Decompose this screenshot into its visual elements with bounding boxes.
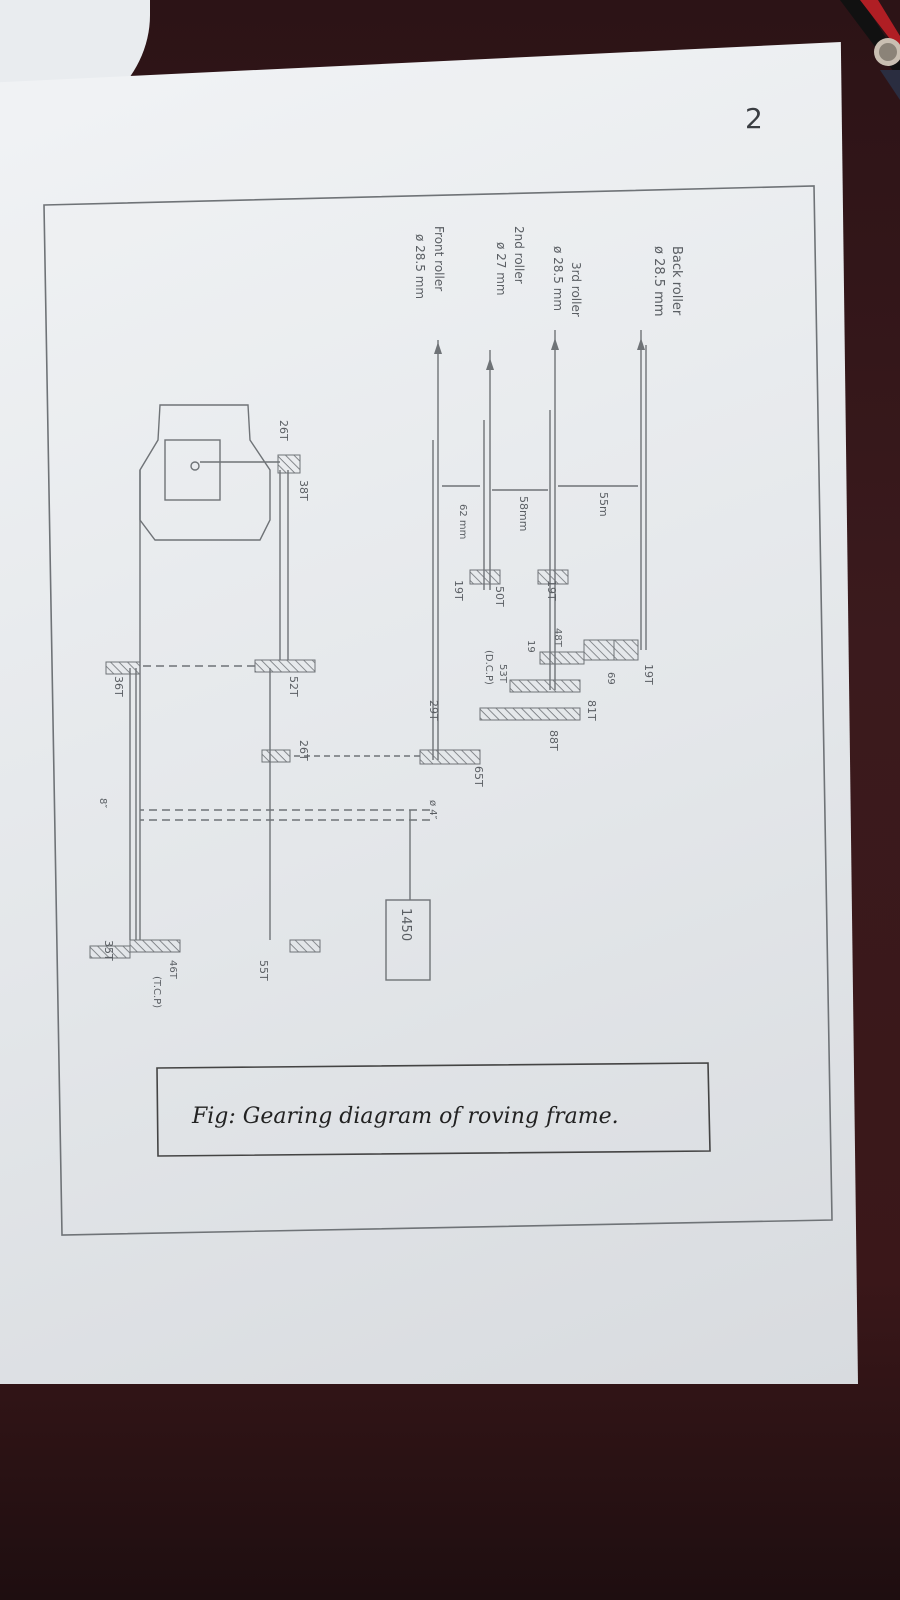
back-roller-label: Back roller [669, 246, 684, 316]
third-roller-label: 3rd roller [569, 262, 583, 317]
gear-35T: 35T [102, 940, 115, 961]
pencil-icon [840, 0, 900, 100]
gear-65T: 65T [472, 766, 485, 787]
gear-88T: 88T [547, 730, 560, 751]
back-roller-dia: ø 28.5 mm [651, 246, 666, 317]
gear-36T: 36T [112, 676, 125, 697]
spacing-back-third: 55m [597, 492, 610, 517]
gear-4in: ø 4″ [427, 800, 438, 820]
gear-81T: 81T [585, 700, 598, 721]
gear-46T-note: (T.C.P) [151, 976, 162, 1008]
front-roller-label: Front roller [432, 226, 446, 291]
gear-8in: 8″ [97, 798, 108, 808]
drawing-border [43, 185, 833, 1236]
caption-box: Fig: Gearing diagram of roving frame. [156, 1062, 711, 1157]
spacing-third-second: 58mm [517, 496, 530, 531]
gear-53T-note: (D.C.P) [483, 650, 494, 685]
gear-38T: 38T [297, 480, 310, 501]
second-roller-dia: ø 27 mm [494, 242, 508, 296]
front-roller-dia: ø 28.5 mm [413, 234, 427, 299]
gear-19T-second: 19T [452, 580, 465, 601]
gear-26T-flyer: 26T [277, 420, 290, 441]
gear-19T-third: 19T [545, 580, 558, 601]
gear-46T: 46T [167, 960, 178, 980]
gear-55T: 55T [257, 960, 270, 981]
gear-48T: 48T [552, 628, 563, 648]
page-number: 2 [745, 102, 763, 135]
caption-text: Fig: Gearing diagram of roving frame. [191, 1104, 619, 1129]
gear-26T-cone: 26T [297, 740, 310, 761]
gear-50T: 50T [493, 586, 506, 607]
gear-blocks [89, 454, 639, 959]
gear-19T-back: 19T [642, 664, 655, 685]
gearing-diagram: Back roller ø 28.5 mm 3rd roller ø 28.5 … [89, 226, 684, 1008]
third-roller-dia: ø 28.5 mm [551, 246, 565, 311]
roller-shafts [432, 330, 647, 760]
paper-sheet [0, 42, 858, 1384]
flyer-assembly [139, 404, 280, 541]
gear-19: 19 [525, 640, 536, 653]
gear-52T: 52T [287, 676, 300, 697]
second-roller-label: 2nd roller [512, 226, 526, 284]
drive-shafts [129, 470, 431, 981]
gear-labels: 19T 48T 69 19 19T 50T 19T 53T (D.C.P) 81… [97, 420, 655, 1008]
spacing-second-front: 62 mm [457, 504, 468, 539]
spacing-dimensions: 55m 58mm 62 mm [442, 485, 638, 539]
gear-53T: 53T [497, 664, 508, 684]
gear-29T: 29T [427, 700, 440, 721]
motor-rpm: 1450 [398, 908, 413, 941]
gear-69: 69 [605, 672, 616, 685]
